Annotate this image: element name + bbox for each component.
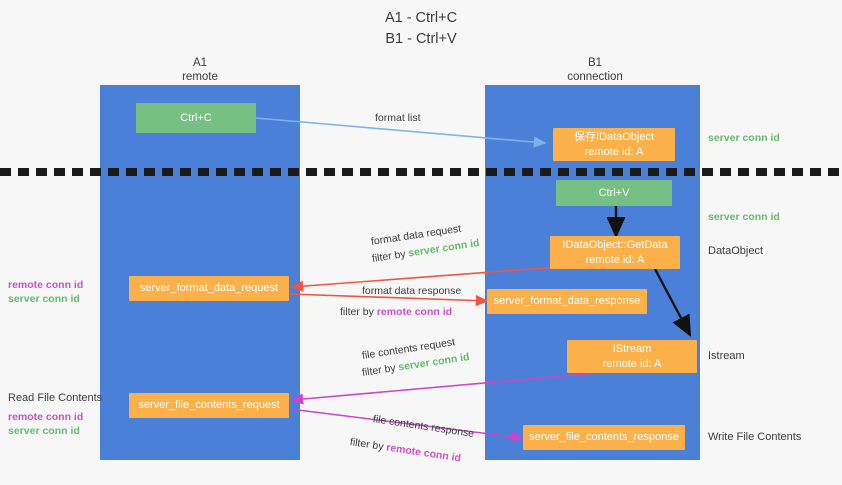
label-left-server-conn-id-1: server conn id [8,293,80,305]
filter-by-text-4: filter by [349,436,388,454]
title-line-1: A1 - Ctrl+C [384,10,458,26]
box-getdata-title: IDataObject::GetData [562,239,668,252]
label-left-read-file-contents: Read File Contents [8,392,103,404]
title-line-2: B1 - Ctrl+V [385,31,457,48]
lane-a1-name: A1 [192,57,208,69]
label-left-server-conn-id-2: server conn id [8,425,80,437]
box-save-idataobject[interactable]: 保存IDataObject remote id: A [553,128,675,161]
label-right-istream: Istream [708,350,745,362]
label-right-dataobject: DataObject [708,245,764,257]
lane-a1-sub: remote [182,71,218,84]
label-right-write-file-contents: Write File Contents [708,431,802,443]
box-ctrl-v[interactable]: Ctrl+V [556,180,672,206]
lane-b1-name: B1 [587,57,603,69]
label-right-server-conn-id-mid: server conn id [708,211,780,223]
box-istream-sub: remote id: A [602,357,662,370]
filter-by-text: filter by [371,247,410,265]
divider-dashed-line [0,168,842,176]
box-server-file-contents-response-label: server_file_contents_response [529,431,679,444]
box-server-file-contents-response[interactable]: server_file_contents_response [523,425,685,450]
label-left-remote-conn-id-1: remote conn id [8,279,84,291]
lane-header-a1: A1 remote [130,56,270,85]
label-format-list: format list [375,112,421,124]
box-istream[interactable]: IStream remote id: A [567,340,697,373]
box-idataobject-getdata[interactable]: IDataObject::GetData remote id: A [550,236,680,269]
label-left-remote-conn-id-2: remote conn id [8,411,84,423]
box-save-idataobject-sub: remote id: A [584,145,644,158]
label-format-data-response: format data response [362,285,462,297]
lane-header-b1: B1 connection [525,56,665,85]
box-server-format-data-response[interactable]: server_format_data_response [487,289,647,314]
page-title: A1 - Ctrl+C B1 - Ctrl+V [0,8,842,50]
filter-by-text-3: filter by [361,361,400,379]
box-server-file-contents-request[interactable]: server_file_contents_request [129,393,289,418]
label-file-contents-response-filter: filter by remote conn id [349,436,462,464]
box-getdata-sub: remote id: A [585,253,645,266]
box-save-idataobject-title: 保存IDataObject [573,131,655,144]
box-server-format-data-request[interactable]: server_format_data_request [129,276,289,301]
box-istream-title: IStream [612,343,652,356]
label-format-data-response-filter: filter by remote conn id [340,306,452,318]
label-right-server-conn-id-top: server conn id [708,132,780,144]
box-server-file-contents-request-label: server_file_contents_request [138,399,280,412]
box-ctrl-c-label: Ctrl+C [180,111,212,124]
label-file-contents-response: file contents response [372,413,475,441]
lane-b1-sub: connection [567,71,623,84]
box-server-format-data-request-label: server_format_data_request [139,282,279,295]
filter-remote-conn-id-1: remote conn id [376,306,453,318]
filter-remote-conn-id-2: remote conn id [385,441,462,465]
box-server-format-data-response-label: server_format_data_response [493,295,641,308]
filter-by-text-2: filter by [340,306,377,318]
box-ctrl-c[interactable]: Ctrl+C [136,103,256,133]
box-ctrl-v-label: Ctrl+V [598,186,630,199]
